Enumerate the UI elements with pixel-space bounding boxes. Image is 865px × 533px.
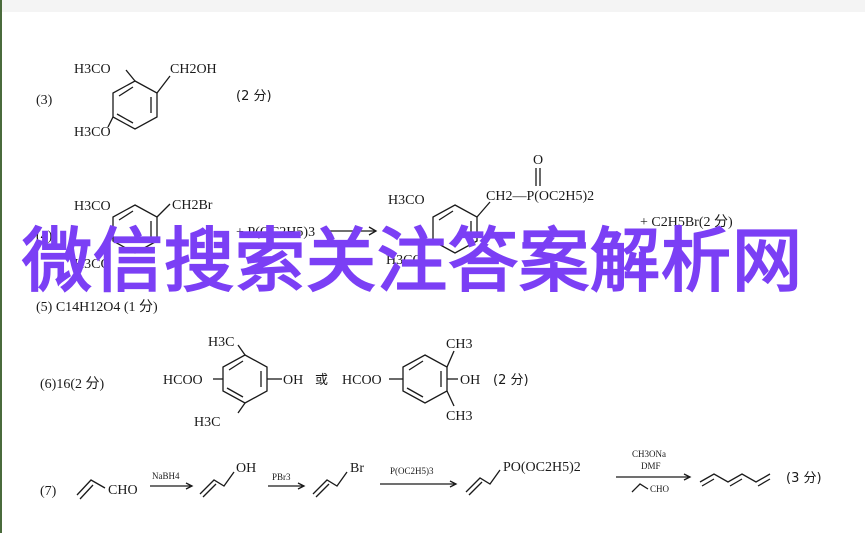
item7-score: (3 分): [786, 471, 822, 486]
item4-product-ring: [432, 201, 491, 254]
item7-reagent-dmf: DMF: [641, 461, 661, 471]
item4-product-methoxy-bottom: H3CO: [386, 253, 423, 268]
item6-or: 或: [315, 373, 328, 388]
item4-phosphoryl-oxygen: O: [533, 153, 543, 168]
item4-byproduct: + C2H5Br(2 分): [640, 214, 733, 230]
item6-score: (2 分): [493, 373, 529, 388]
item4-bromomethyl: CH2Br: [172, 198, 213, 213]
item7-reagent-cho: CHO: [650, 484, 670, 494]
item7-reagent-nabh4: NaBH4: [152, 471, 180, 481]
item6-b-methyl-top: CH3: [446, 337, 472, 352]
item3-methoxy-top: H3CO: [74, 62, 111, 77]
item4-phosphonate: CH2—P(OC2H5)2: [486, 189, 594, 204]
item4-reactant-ring: [112, 203, 171, 254]
item7-reagent-pbr3: PBr3: [272, 472, 291, 482]
item3-methoxy-bottom: H3CO: [74, 125, 111, 140]
item7-allyl-phosphonate: [465, 469, 501, 496]
item7-allyl-alcohol: [199, 471, 235, 498]
item7-reagent-ch3ona: CH3ONa: [632, 449, 666, 459]
item6-a-formate: HCOO: [163, 373, 203, 388]
item6-b-methyl-bottom: CH3: [446, 409, 472, 424]
item4-product-methoxy-top: H3CO: [388, 193, 425, 208]
item7-aldehyde: CHO: [108, 483, 138, 498]
watermark-text: 微信搜索关注答案解析网: [22, 220, 803, 302]
item4-reagent: + P(OC2H5)3: [236, 225, 315, 240]
item7-arrow-4-head: [683, 473, 692, 481]
item6-a-methyl-top: H3C: [208, 335, 234, 350]
item7-label: (7): [40, 484, 57, 499]
item4-reactant-methoxy-bottom: H3CO: [74, 257, 111, 272]
item3-label: (3): [36, 93, 53, 108]
item7-arrow-1-head: [185, 482, 194, 490]
item6-b-hydroxyl: OH: [460, 373, 480, 388]
item6-a-methyl-bottom: H3C: [194, 415, 220, 430]
item6-b-formate: HCOO: [342, 373, 382, 388]
item7-hexatriene: [699, 473, 771, 487]
top-margin: [0, 0, 865, 12]
left-border: [0, 0, 2, 533]
item6-label: (6)16(2 分): [40, 376, 104, 392]
item6-isomer-b-ring: [389, 350, 458, 407]
item7-acrolein: [76, 479, 106, 500]
item7-reagent-phosphite: P(OC2H5)3: [390, 466, 434, 476]
item4-reactant-methoxy-top: H3CO: [74, 199, 111, 214]
item7-acrolein-small: [631, 483, 649, 493]
item7-allyl-bromide: [312, 471, 348, 498]
item6-isomer-a-ring: [213, 344, 282, 414]
item3-score: (2 分): [236, 89, 272, 104]
item4-arrow-head: [368, 226, 378, 236]
item3-hydroxymethyl: CH2OH: [170, 62, 217, 77]
item4-label: (4): [36, 229, 53, 244]
item7-arrow-3-head: [449, 480, 458, 488]
item7-bromo: Br: [350, 461, 364, 476]
item3-benzene-ring: [107, 69, 171, 130]
item7-arrow-2-head: [297, 482, 306, 490]
item7-phosphonate: PO(OC2H5)2: [503, 460, 581, 475]
item7-hydroxyl: OH: [236, 461, 256, 476]
item6-a-hydroxyl: OH: [283, 373, 303, 388]
item5-formula: (5) C14H12O4 (1 分): [36, 299, 158, 315]
